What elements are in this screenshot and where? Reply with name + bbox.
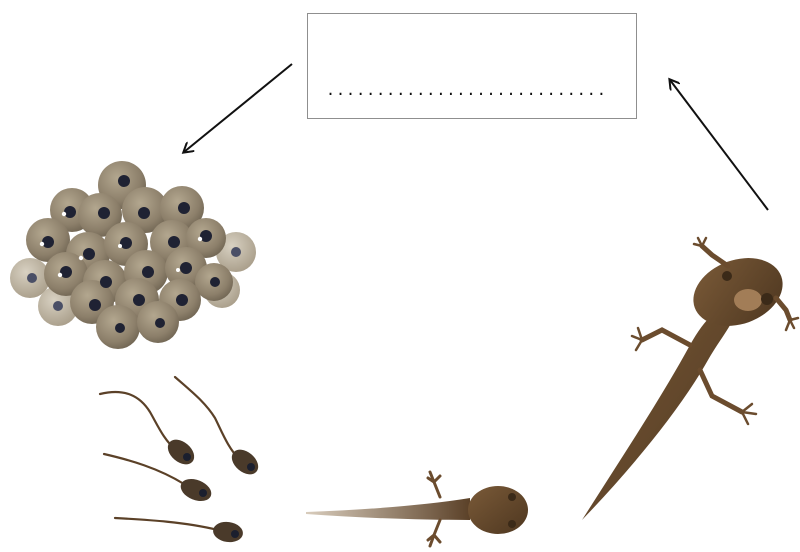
tadpoles-illustration (100, 377, 263, 544)
arrow-to-frog-spawn (184, 64, 292, 152)
frog-spawn-illustration (10, 161, 256, 349)
froglet-illustration (582, 238, 798, 520)
tadpole-with-legs-illustration (306, 472, 528, 546)
arrow-to-answer-box (670, 80, 768, 210)
